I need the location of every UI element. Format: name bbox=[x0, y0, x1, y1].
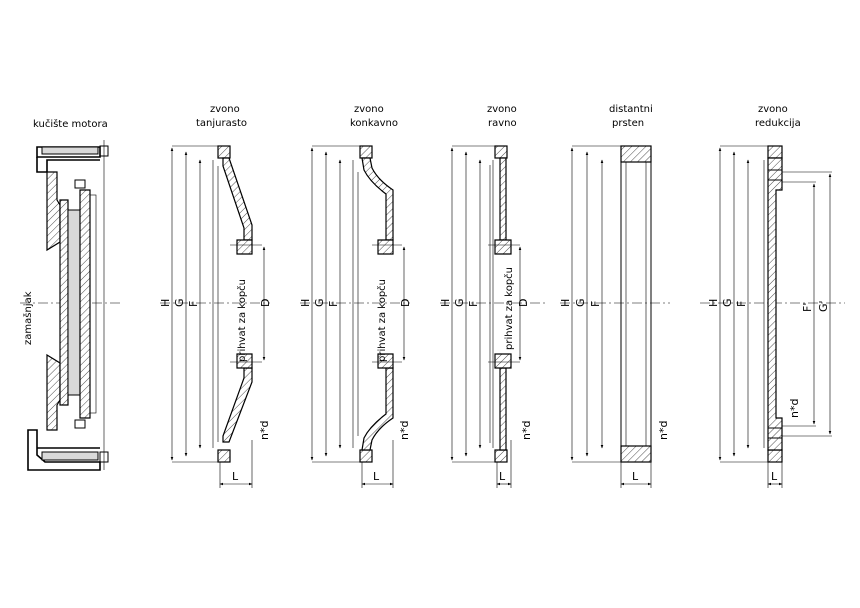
dim-L-1: L bbox=[232, 470, 239, 483]
title-bell-plate-line1: zvono bbox=[210, 104, 240, 115]
dim-H-5: H bbox=[707, 299, 720, 307]
bell-concave-dimensions bbox=[310, 145, 406, 488]
title-bell-flat: zvono ravno bbox=[487, 104, 517, 129]
dim-F-2: F bbox=[327, 301, 340, 307]
dim-pump-mount-2: prihvat za kopču bbox=[376, 279, 388, 362]
title-spacer-ring-line1: distantni bbox=[609, 104, 653, 115]
title-bell-reduction-line1: zvono bbox=[758, 104, 788, 115]
bell-flat-section bbox=[440, 145, 545, 463]
label-flywheel: zamašnjak bbox=[22, 291, 34, 345]
title-bell-plate-line2: tanjurasto bbox=[196, 118, 247, 129]
dim-nd-5: n*d bbox=[788, 399, 801, 418]
bell-flat-dimensions bbox=[450, 145, 522, 488]
dim-F-1: F bbox=[187, 301, 200, 307]
dim-D-2: D bbox=[399, 299, 412, 307]
dim-pump-mount-1: prihvat za kopču bbox=[236, 279, 248, 362]
dim-pump-mount-3: prihvat za kopču bbox=[503, 267, 515, 350]
dim-F-5: F bbox=[735, 301, 748, 307]
title-housing: kučište motora bbox=[33, 118, 108, 130]
dim-G-4: G bbox=[574, 298, 587, 307]
dim-D-3: D bbox=[517, 299, 530, 307]
bell-reduction-dimensions bbox=[718, 145, 832, 488]
dim-nd-3: n*d bbox=[520, 421, 533, 440]
dim-G-2: G bbox=[313, 298, 326, 307]
spacer-ring-section bbox=[560, 145, 670, 463]
dim-nd-2: n*d bbox=[398, 421, 411, 440]
bell-reduction-section bbox=[700, 145, 845, 463]
title-bell-reduction: zvono redukcija bbox=[755, 104, 801, 129]
dim-F-3: F bbox=[467, 301, 480, 307]
bell-plate-dimensions bbox=[170, 145, 266, 488]
dim-nd-4: n*d bbox=[657, 421, 670, 440]
title-bell-concave-line2: konkavno bbox=[350, 118, 398, 129]
title-bell-concave-line1: zvono bbox=[354, 104, 384, 115]
title-bell-concave: zvono konkavno bbox=[350, 104, 398, 129]
bell-plate-section bbox=[160, 145, 270, 463]
dim-G-5: G bbox=[721, 298, 734, 307]
dim-L-2: L bbox=[373, 470, 380, 483]
dim-G-3: G bbox=[453, 298, 466, 307]
dim-H-3: H bbox=[439, 299, 452, 307]
spacer-ring-dimensions bbox=[570, 145, 652, 488]
dim-H-1: H bbox=[159, 299, 172, 307]
title-spacer-ring: distantni prsten bbox=[609, 104, 653, 129]
dim-L-4: L bbox=[632, 470, 639, 483]
title-bell-flat-line1: zvono bbox=[487, 104, 517, 115]
title-spacer-ring-line2: prsten bbox=[612, 118, 644, 129]
title-bell-plate: zvono tanjurasto bbox=[196, 104, 247, 129]
dim-L-5: L bbox=[771, 470, 778, 483]
bell-concave-section bbox=[300, 145, 410, 463]
motor-housing-section bbox=[20, 140, 120, 471]
dim-L-3: L bbox=[499, 470, 506, 483]
title-bell-flat-line2: ravno bbox=[488, 118, 517, 129]
dim-H-4: H bbox=[559, 299, 572, 307]
dim-F-4: F bbox=[589, 301, 602, 307]
dim-G-1: G bbox=[173, 298, 186, 307]
title-bell-reduction-line2: redukcija bbox=[755, 118, 801, 129]
dim-Gprime: G' bbox=[817, 300, 830, 312]
dim-D-1: D bbox=[259, 299, 272, 307]
dim-nd-1: n*d bbox=[258, 421, 271, 440]
dim-Fprime: F' bbox=[801, 303, 814, 312]
dim-H-2: H bbox=[299, 299, 312, 307]
